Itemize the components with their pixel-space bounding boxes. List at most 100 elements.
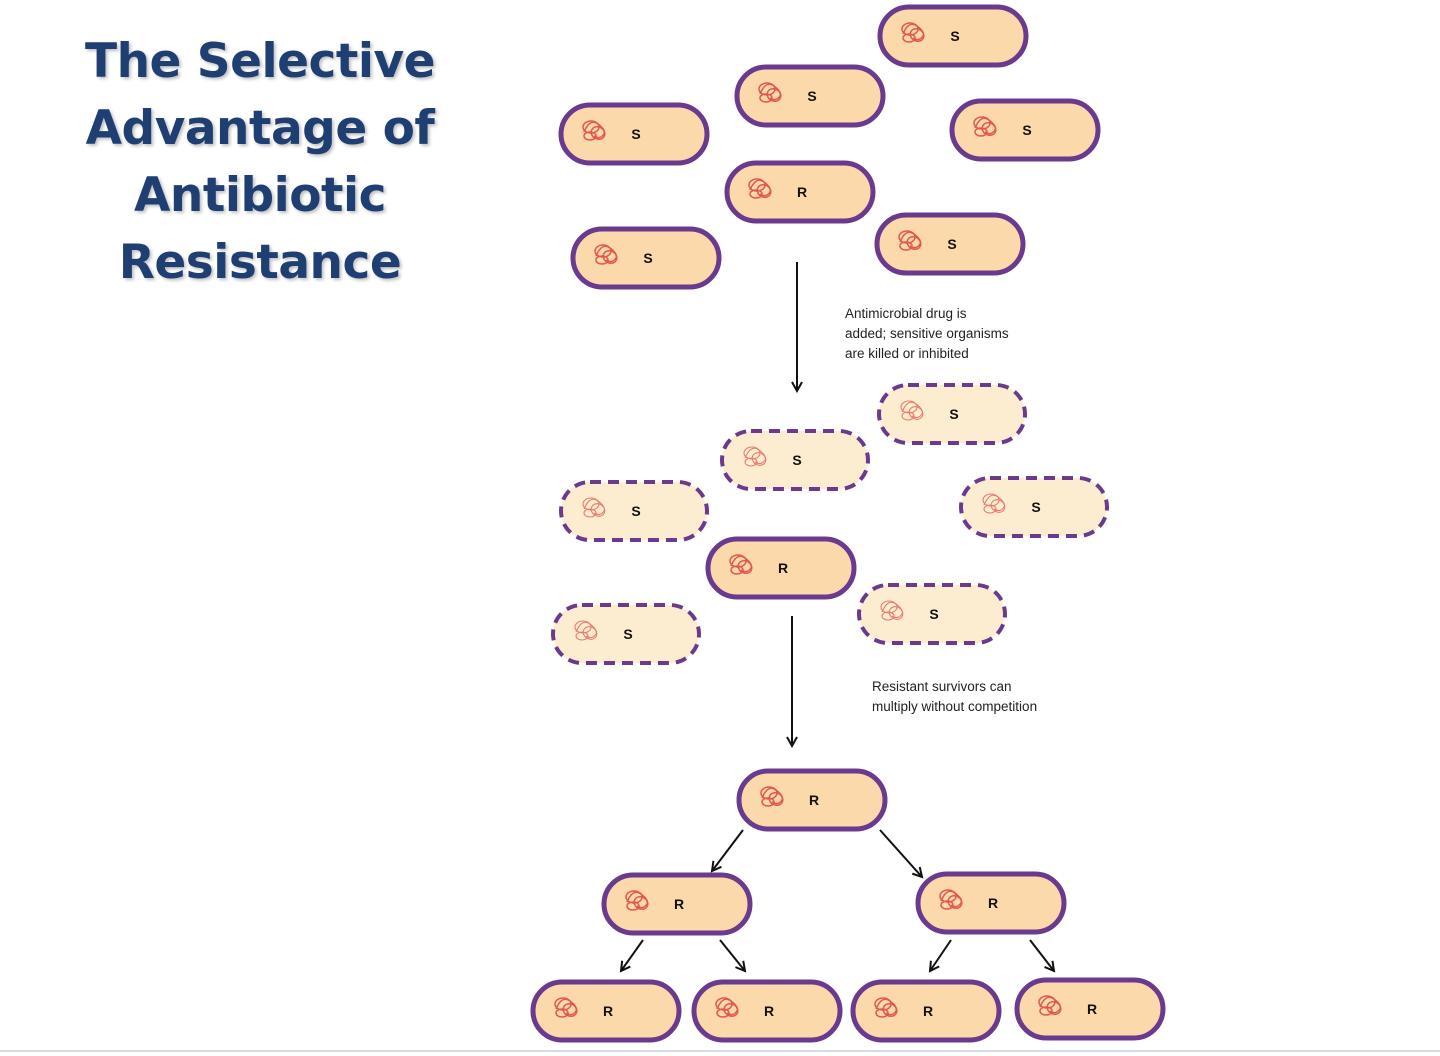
resistant-cell: R [530, 979, 682, 1043]
cell-type-label: R [778, 560, 788, 576]
cell-type-label: S [929, 606, 938, 622]
note-line: Resistant survivors can [872, 679, 1012, 694]
cell-membrane [736, 768, 888, 832]
dna-icon [982, 493, 1006, 514]
dna-icon [901, 22, 925, 43]
cell-membrane [720, 429, 870, 491]
cell-membrane [691, 979, 843, 1043]
dna-icon [898, 230, 922, 251]
cell-membrane [949, 98, 1101, 162]
title-line: Resistance [118, 235, 402, 290]
arrow [930, 939, 952, 971]
resistant-cell: R [601, 872, 753, 936]
cell-type-label: S [949, 406, 958, 422]
slide-bottom-rule [0, 1050, 1440, 1052]
title-line: The Selective [85, 34, 435, 89]
note-line: added; sensitive organisms [845, 326, 1009, 341]
dna-icon [900, 400, 924, 421]
dna-icon [582, 497, 606, 518]
note-line: multiply without competition [872, 699, 1038, 714]
dna-icon [715, 997, 739, 1018]
resistant-cell: R [850, 979, 1002, 1043]
cell-type-label: S [631, 503, 640, 519]
cell-membrane [734, 64, 886, 128]
cell-type-label: S [950, 28, 959, 44]
dna-icon [874, 997, 898, 1018]
sensitive-cell: S [570, 226, 722, 290]
dna-icon [880, 600, 904, 621]
sensitive-cell-killed: S [857, 583, 1007, 645]
cell-membrane [915, 871, 1067, 935]
drug-added-note: Antimicrobial drug is added; sensitive o… [845, 304, 1009, 364]
cell-type-label: S [623, 626, 632, 642]
resistant-cell: R [705, 536, 857, 600]
sensitive-cell-killed: S [877, 383, 1027, 445]
sensitive-cell: S [874, 212, 1026, 276]
sensitive-cell: S [949, 98, 1101, 162]
dna-icon [973, 116, 997, 137]
cell-type-label: R [988, 895, 998, 911]
sensitive-cell: S [558, 102, 710, 166]
cell-membrane [705, 536, 857, 600]
resistant-cell: R [691, 979, 843, 1043]
cell-membrane [558, 102, 710, 166]
dna-icon [574, 620, 598, 641]
note-line: Antimicrobial drug is [845, 306, 967, 321]
cell-type-label: S [1022, 122, 1031, 138]
cell-membrane [959, 476, 1109, 538]
sensitive-cell: S [877, 4, 1029, 68]
cell-membrane [551, 603, 701, 665]
resistant-cell: R [1014, 977, 1166, 1041]
sensitive-cell: S [734, 64, 886, 128]
cell-type-label: R [797, 184, 807, 200]
arrow [879, 829, 922, 877]
arrow [719, 939, 745, 971]
cell-membrane [559, 480, 709, 542]
cell-membrane [874, 212, 1026, 276]
dna-icon [554, 997, 578, 1018]
cell-membrane [1014, 977, 1166, 1041]
cell-type-label: R [764, 1003, 774, 1019]
cell-membrane [601, 872, 753, 936]
resistant-cell: R [736, 768, 888, 832]
cell-type-label: R [809, 792, 819, 808]
cell-membrane [877, 4, 1029, 68]
cell-membrane [857, 583, 1007, 645]
cell-type-label: R [674, 896, 684, 912]
bacteria-group: S S S S R S S S S S S R S S R R R R R R R [530, 4, 1166, 1043]
diagram-title: The Selective Advantage of Antibiotic Re… [40, 28, 480, 296]
cell-membrane [877, 383, 1027, 445]
cell-type-label: S [631, 126, 640, 142]
title-line: Advantage of [85, 101, 435, 156]
dna-icon [939, 889, 963, 910]
dna-icon [729, 554, 753, 575]
dna-icon [743, 446, 767, 467]
dna-icon [758, 82, 782, 103]
dna-icon [594, 244, 618, 265]
arrows-group [621, 262, 1054, 971]
arrow [1029, 939, 1054, 971]
cell-type-label: S [643, 250, 652, 266]
sensitive-cell-killed: S [551, 603, 701, 665]
cell-type-label: R [923, 1003, 933, 1019]
resistant-cell: R [915, 871, 1067, 935]
cell-type-label: S [792, 452, 801, 468]
cell-type-label: R [1087, 1001, 1097, 1017]
arrow [712, 829, 744, 871]
cell-type-label: R [603, 1003, 613, 1019]
dna-icon [582, 120, 606, 141]
dna-icon [1038, 995, 1062, 1016]
resistant-cell: R [724, 160, 876, 224]
cell-type-label: S [1031, 499, 1040, 515]
arrow [621, 939, 644, 971]
cell-type-label: S [807, 88, 816, 104]
cell-membrane [850, 979, 1002, 1043]
survivors-note: Resistant survivors can multiply without… [872, 677, 1037, 717]
dna-icon [625, 890, 649, 911]
cell-membrane [570, 226, 722, 290]
cell-type-label: S [947, 236, 956, 252]
sensitive-cell-killed: S [720, 429, 870, 491]
sensitive-cell-killed: S [959, 476, 1109, 538]
dna-icon [760, 786, 784, 807]
